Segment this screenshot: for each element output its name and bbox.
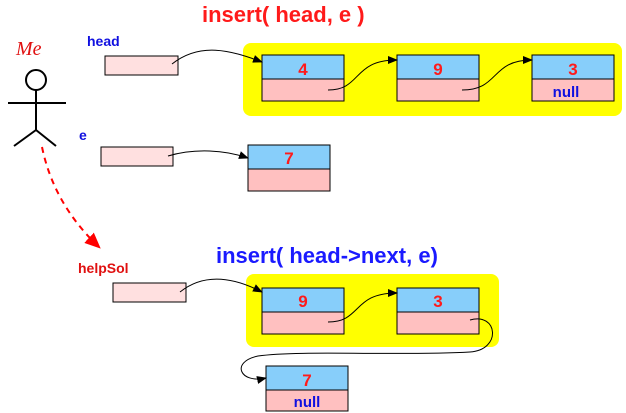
bottom-to-result-arrow xyxy=(240,318,493,384)
node-value: 3 xyxy=(568,60,577,79)
bottom-link-1-arrow xyxy=(327,289,398,323)
head-label: head xyxy=(87,33,120,49)
helpsol-pointer-arrow xyxy=(179,278,263,293)
node-null-text: null xyxy=(553,84,580,101)
top-list-node-2: 9 xyxy=(396,54,480,102)
node-value: 9 xyxy=(298,292,307,311)
e-label: e xyxy=(79,127,87,143)
top-list-node-1: 4 xyxy=(261,54,345,102)
node-value: 7 xyxy=(284,149,293,168)
top-call-title: insert( head, e ) xyxy=(202,2,365,27)
top-link-2-arrow xyxy=(461,56,533,91)
node-value: 4 xyxy=(298,60,308,79)
bottom-list-node-2: 3 xyxy=(396,287,480,335)
node-value: 3 xyxy=(433,292,442,311)
e-pointer-box xyxy=(100,146,174,167)
head-pointer-box xyxy=(104,55,179,76)
helpsol-label: helpSol xyxy=(78,260,129,276)
top-link-1-arrow xyxy=(327,56,398,91)
stick-figure-icon xyxy=(8,69,66,147)
e-pointer-arrow xyxy=(167,150,249,159)
result-node: 7 null xyxy=(265,365,349,412)
node-null-text: null xyxy=(294,394,321,411)
e-node: 7 xyxy=(247,144,331,192)
bottom-call-title: insert( head->next, e) xyxy=(216,243,438,268)
bottom-list-node-1: 9 xyxy=(261,287,345,335)
delegation-arrow xyxy=(41,146,101,249)
actor-label: Me xyxy=(15,38,42,60)
head-pointer-arrow xyxy=(171,49,263,65)
helpsol-pointer-box xyxy=(112,282,187,303)
node-value: 7 xyxy=(302,371,311,390)
top-list-node-3: 3 null xyxy=(531,54,615,102)
node-value: 9 xyxy=(433,60,442,79)
